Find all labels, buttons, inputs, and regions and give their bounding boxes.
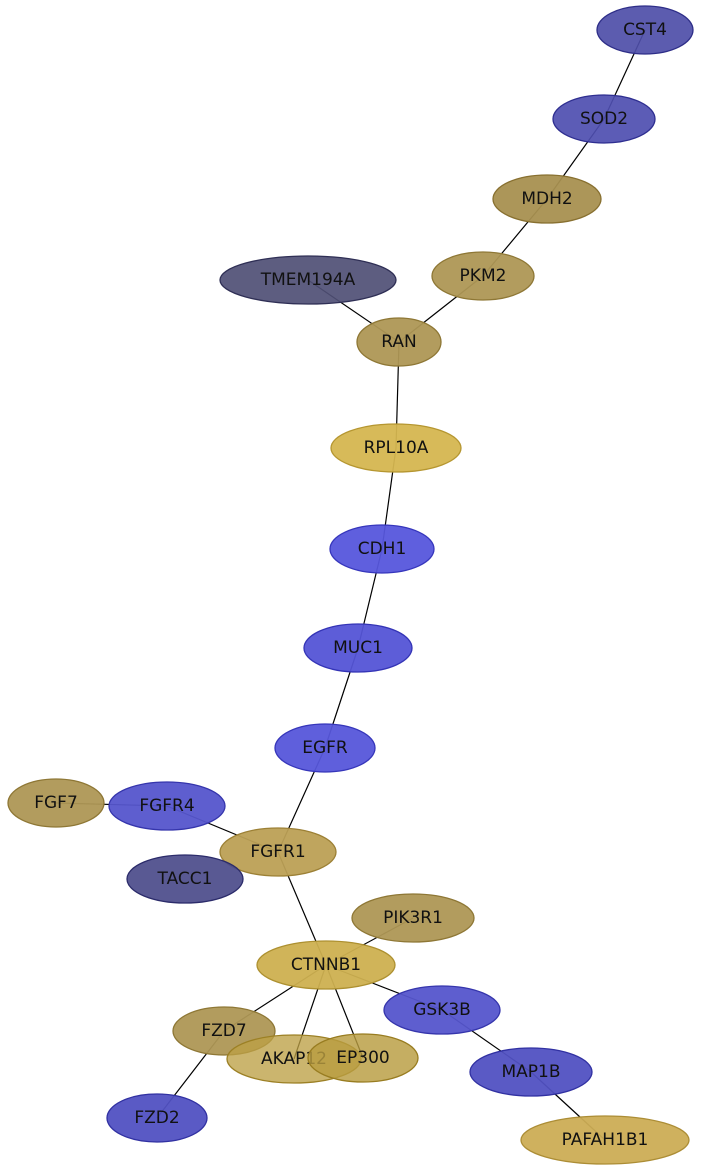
node-label-fgf7: FGF7 (34, 793, 78, 813)
node-shape-fgfr1 (219, 827, 337, 877)
node-shape-egfr (274, 723, 376, 773)
node-label-gsk3b: GSK3B (413, 1000, 471, 1020)
node-fgf7[interactable]: FGF7 (7, 778, 105, 828)
node-shape-cdh1 (329, 524, 435, 574)
node-gsk3b[interactable]: GSK3B (383, 985, 501, 1035)
node-label-pafah1b1: PAFAH1B1 (562, 1130, 649, 1150)
node-fzd2[interactable]: FZD2 (106, 1093, 208, 1143)
node-label-rpl10a: RPL10A (364, 438, 429, 458)
node-label-pik3r1: PIK3R1 (383, 908, 443, 928)
node-label-ctnnb1: CTNNB1 (291, 955, 361, 975)
node-tacc1[interactable]: TACC1 (126, 854, 244, 904)
node-map1b[interactable]: MAP1B (469, 1047, 593, 1097)
node-label-mdh2: MDH2 (521, 189, 572, 209)
node-tmem194a[interactable]: TMEM194A (219, 255, 397, 305)
node-shape-sod2 (552, 94, 656, 144)
node-shape-cst4 (596, 5, 694, 55)
node-cdh1[interactable]: CDH1 (329, 524, 435, 574)
node-label-ep300: EP300 (336, 1048, 389, 1068)
node-egfr[interactable]: EGFR (274, 723, 376, 773)
node-ep300[interactable]: EP300 (307, 1033, 419, 1083)
node-shape-fzd2 (106, 1093, 208, 1143)
node-pik3r1[interactable]: PIK3R1 (351, 893, 475, 943)
node-label-ran: RAN (381, 332, 416, 352)
node-label-fzd2: FZD2 (134, 1108, 179, 1128)
node-muc1[interactable]: MUC1 (303, 623, 413, 673)
node-label-tacc1: TACC1 (157, 869, 213, 889)
node-label-fgfr4: FGFR4 (139, 796, 194, 816)
node-shape-map1b (469, 1047, 593, 1097)
node-shape-ctnnb1 (256, 940, 396, 990)
node-mdh2[interactable]: MDH2 (492, 174, 602, 224)
node-ctnnb1[interactable]: CTNNB1 (256, 940, 396, 990)
node-shape-ran (356, 317, 442, 367)
node-shape-rpl10a (330, 423, 462, 473)
node-sod2[interactable]: SOD2 (552, 94, 656, 144)
node-shape-ep300 (307, 1033, 419, 1083)
node-shape-muc1 (303, 623, 413, 673)
node-fgfr1[interactable]: FGFR1 (219, 827, 337, 877)
node-shape-tacc1 (126, 854, 244, 904)
node-shape-pik3r1 (351, 893, 475, 943)
node-label-fzd7: FZD7 (201, 1021, 246, 1041)
node-label-muc1: MUC1 (333, 638, 383, 658)
node-label-sod2: SOD2 (580, 109, 628, 129)
node-label-map1b: MAP1B (501, 1062, 560, 1082)
node-shape-mdh2 (492, 174, 602, 224)
node-label-cdh1: CDH1 (358, 539, 407, 559)
node-fgfr4[interactable]: FGFR4 (108, 781, 226, 831)
node-shape-pafah1b1 (520, 1115, 690, 1165)
node-label-cst4: CST4 (623, 20, 667, 40)
node-shape-fgf7 (7, 778, 105, 828)
node-shape-tmem194a (219, 255, 397, 305)
node-ran[interactable]: RAN (356, 317, 442, 367)
node-label-tmem194a: TMEM194A (260, 270, 356, 290)
node-label-fgfr1: FGFR1 (250, 842, 305, 862)
node-cst4[interactable]: CST4 (596, 5, 694, 55)
node-label-pkm2: PKM2 (460, 266, 507, 286)
node-shape-fgfr4 (108, 781, 226, 831)
node-pafah1b1[interactable]: PAFAH1B1 (520, 1115, 690, 1165)
node-rpl10a[interactable]: RPL10A (330, 423, 462, 473)
node-shape-pkm2 (431, 251, 535, 301)
node-label-egfr: EGFR (302, 738, 348, 758)
node-pkm2[interactable]: PKM2 (431, 251, 535, 301)
node-shape-gsk3b (383, 985, 501, 1035)
